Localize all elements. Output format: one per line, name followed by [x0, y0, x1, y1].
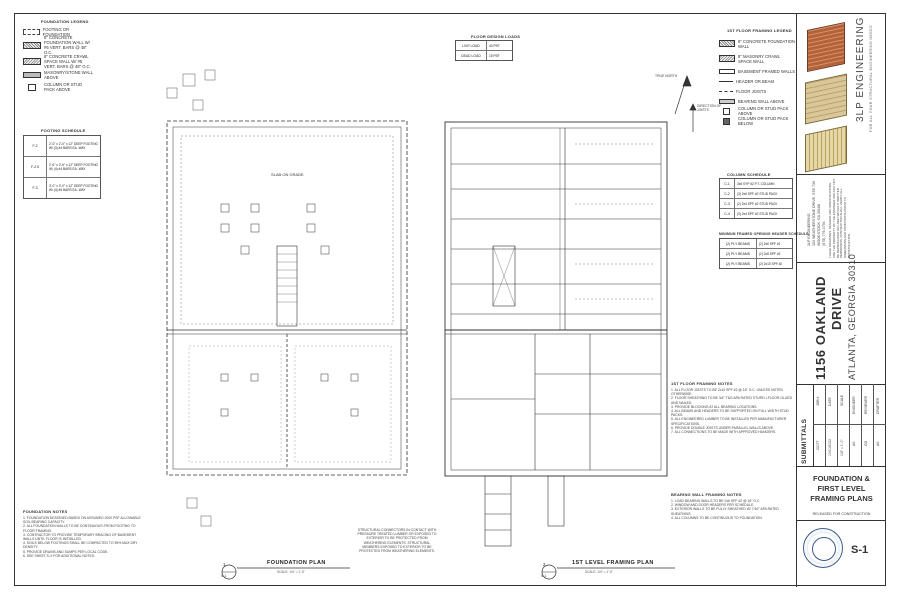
foundation-notes: 1. FOUNDATION DESIGNED BASED ON ASSUMED … [23, 516, 141, 558]
legend-item: 8" CONCRETE FOUNDATION WALL W/ #5 VERT. … [23, 35, 93, 55]
framing-plan-title: 1ST LEVEL FRAMING PLAN [572, 560, 654, 566]
plans-drawing [166, 69, 697, 580]
center-note: STRUCTURAL CONNECTORS IN CONTACT WITH PR… [357, 528, 437, 554]
reviewer-value: GG [864, 440, 868, 446]
framing-outline [444, 121, 668, 477]
legend-item: COLUMN OR STUD PACK ABOVE [719, 106, 795, 116]
framing-plan-scale: SCALE: 1/4" = 1'-0" [585, 570, 613, 574]
foundation-outline [166, 120, 408, 476]
bearing-notes: 1. LOAD BEARING WALLS TO BE 2x6 SPF #2 @… [671, 499, 779, 520]
framing-notes: 1. ALL FLOOR JOISTS TO BE 2x10 SPF #2 @ … [671, 388, 793, 435]
legend-item: COLUMN OR STUD PACK ABOVE [23, 81, 93, 93]
date-label: DATE [828, 397, 832, 406]
foundation-legend-title: FOUNDATION LEGEND [41, 19, 89, 24]
sheet-number: S-1 [851, 544, 869, 556]
project-name-line1: 1156 OAKLAND [813, 275, 828, 380]
submittals-label: SUBMITTALS [801, 418, 808, 464]
job-info-grid: JOB # 22077 DATE 10/10/2022 SCALE 1/4" =… [813, 384, 886, 466]
released-label: RELEASED FOR CONSTRUCTION [812, 512, 871, 516]
legend-item: BEARING WALL ABOVE [719, 96, 795, 106]
framing-plan-number: 2 [543, 562, 546, 567]
table-row: (2) PLY BEAMS(2) 2x6 SPF #2 [720, 239, 792, 249]
bearing-notes-title: BEARING WALL FRAMING NOTES [671, 492, 742, 497]
submittals-column [797, 384, 814, 466]
legend-item: COLUMN OR STUD PACK BELOW [719, 116, 795, 126]
table-row: (2) PLY BEAMS(2) 2x10 SPF #2 [720, 259, 792, 268]
drawing-sheet: FOUNDATION LEGEND FOOTING OR FOUNDATION … [14, 13, 887, 587]
foundation-plan-number: 1 [223, 562, 226, 567]
legend-item: HEADER OR BEAM [719, 76, 795, 86]
floor-framing-legend-title: 1ST FLOOR FRAMING LEGEND [727, 28, 792, 33]
address-line: 103 WEATHERSTONE DRIVE, STE 730 [812, 181, 816, 246]
firm-tagline: FOR ALL YOUR STRUCTURAL ENGINEERING NEED… [869, 25, 873, 132]
address-line: 3LP ENGINEERING [807, 213, 811, 247]
date-value: 10/10/2022 [828, 439, 832, 456]
column-schedule-title: COLUMN SCHEDULE [727, 172, 771, 177]
legend-item: 8" CONCRETE FOUNDATION WALL [719, 36, 795, 51]
table-row: (2) PLY BEAMS(2) 2x8 SPF #2 [720, 249, 792, 259]
framing-plan-sheet-ref: S-1 [541, 574, 547, 578]
footing-schedule-title: FOOTING SCHEDULE [41, 128, 86, 133]
foundation-plan-scale: SCALE: 1/4" = 1'-0" [277, 570, 305, 574]
project-name-line2: DRIVE [829, 287, 844, 330]
joist-direction-label: DIRECTION OF JOISTS [697, 104, 722, 113]
header-schedule-title: MINIMUM FRAMED OPENING HEADER SCHEDULE [719, 232, 809, 236]
legend-item: 8" MASONRY CRAWL SPACE WALL [719, 51, 795, 66]
table-row: C-3(2) 2x4 SPF #2 STUD PACK [720, 199, 792, 209]
floor-framing-legend: 8" CONCRETE FOUNDATION WALL 8" MASONRY C… [719, 36, 795, 126]
legend-item: MASONRY/STONE WALL ABOVE [23, 69, 93, 81]
firm-name: 3LP ENGINEERING [855, 16, 866, 122]
engineer-value: AS [852, 441, 856, 446]
address-line: WOODSTOCK, GA 30188 [817, 204, 821, 246]
north-label: TRUE NORTH [655, 74, 678, 78]
framing-notes-title: 1ST FLOOR FRAMING NOTES [671, 381, 733, 386]
legend-item: BASEMENT FRAMED WALLS [719, 66, 795, 76]
reviewer-label: REVIEWER [864, 395, 868, 414]
table-row: C-4(3) 2x4 SPF #2 STUD PACK [720, 209, 792, 218]
disclaimer-box: THESE DRAWINGS, DESIGNS AND SPECIFICATIO… [829, 178, 883, 260]
foundation-plan-title: FOUNDATION PLAN [267, 560, 326, 566]
project-city: ATLANTA, GEORGIA 30310 [847, 253, 857, 380]
floor-design-loads-title: FLOOR DESIGN LOADS [471, 34, 521, 39]
legend-item: 8" CONCRETE CRAWL SPACE WALL W/ #5 VERT.… [23, 53, 93, 69]
engineer-label: ENGINEER [852, 396, 856, 414]
table-row: C-2(3) 2x6 SPF #2 STUD PACK [720, 189, 792, 199]
scale-label: SCALE [840, 394, 844, 406]
title-block: 3LP ENGINEERING FOR ALL YOUR STRUCTURAL … [796, 14, 887, 587]
slab-label: SLAB ON GRADE [271, 172, 304, 177]
building-illustration [801, 21, 849, 173]
engineer-seal [803, 528, 843, 568]
job-no-value: 22077 [816, 440, 820, 450]
legend-item: FOOTING OR FOUNDATION [23, 26, 93, 37]
foundation-legend: FOOTING OR FOUNDATION 8" CONCRETE FOUNDA… [23, 26, 93, 93]
scale-value: 1/4" = 1'-0" [840, 439, 844, 456]
drafter-value: AS [876, 441, 880, 446]
job-no-label: JOB # [816, 396, 820, 406]
address-line: (678) 779-4794 [822, 221, 826, 246]
sheet-title: FOUNDATION & FIRST LEVEL FRAMING PLANS [810, 474, 873, 503]
foundation-plan-sheet-ref: S-1 [221, 574, 227, 578]
foundation-notes-title: FOUNDATION NOTES [23, 509, 68, 514]
disclaimer: THESE DRAWINGS, DESIGNS AND SPECIFICATIO… [829, 178, 851, 258]
drafter-label: DRAFTER [876, 397, 880, 414]
header-schedule: (2) PLY BEAMS(2) 2x6 SPF #2 (2) PLY BEAM… [719, 238, 793, 269]
legend-item: FLOOR JOISTS [719, 86, 795, 96]
